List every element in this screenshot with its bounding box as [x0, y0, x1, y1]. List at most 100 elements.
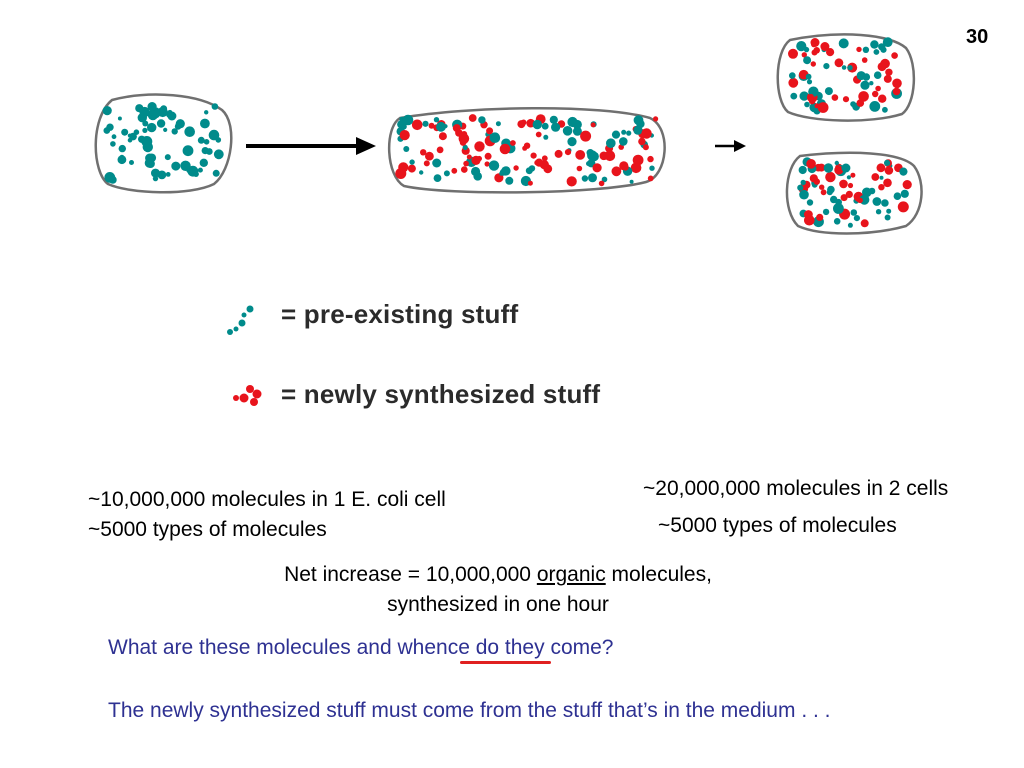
new-molecule-dot — [484, 161, 490, 167]
pre-existing-molecule-dot — [432, 158, 442, 168]
new-molecule-dot — [590, 122, 596, 128]
new-molecule-dot — [834, 58, 844, 68]
new-molecule-dot — [634, 158, 641, 165]
new-molecule-dot — [398, 162, 409, 173]
pre-existing-molecule-dot — [822, 208, 830, 216]
stats-one-cell-molecules: ~10,000,000 molecules in 1 E. coli cell — [88, 488, 446, 511]
pre-existing-molecule-dot — [184, 126, 195, 137]
new-molecule-dot — [857, 197, 863, 204]
pre-existing-molecule-dot — [121, 128, 129, 136]
new-molecule-dot — [463, 160, 469, 167]
stats-one-cell-types: ~5000 types of molecules — [88, 518, 327, 541]
new-molecule-dot — [423, 160, 430, 167]
new-molecule-dot — [535, 158, 544, 167]
new-molecule-dot — [647, 155, 654, 163]
new-molecule-dot — [878, 184, 885, 191]
pre-existing-molecule-dot — [886, 208, 892, 214]
question-text: What are these molecules and whence do t… — [108, 636, 613, 660]
pre-existing-molecule-dot — [800, 179, 806, 186]
new-molecule-dot — [580, 130, 592, 142]
new-molecule-dot — [575, 150, 586, 160]
pre-existing-molecule-dot — [149, 109, 155, 116]
new-molecule-dot — [847, 182, 854, 189]
net-increase-prefix: Net increase = 10,000,000 — [284, 563, 537, 586]
molecule-dots-single-cell — [102, 102, 224, 184]
pre-existing-molecule-dot — [180, 160, 191, 171]
pre-existing-molecule-dot — [853, 215, 861, 222]
pre-existing-molecule-dot — [621, 129, 627, 135]
stats-two-cells-molecules: ~20,000,000 molecules in 2 cells — [643, 477, 949, 500]
pre-existing-molecule-dot — [147, 122, 157, 133]
pre-existing-molecule-dot — [847, 65, 853, 71]
new-molecule-dot — [875, 85, 881, 92]
pre-existing-molecule-dot — [834, 160, 839, 166]
new-molecule-dot — [831, 94, 839, 101]
pre-existing-molecule-dot — [567, 116, 578, 128]
pre-existing-molecule-dot — [884, 159, 891, 166]
new-molecule-dot — [819, 184, 825, 190]
pre-existing-molecule-dot — [809, 90, 814, 95]
pre-existing-molecule-dot — [629, 179, 634, 184]
pre-existing-molecule-dot — [409, 159, 415, 165]
pre-existing-molecule-dot — [823, 63, 830, 70]
new-molecule-dot — [808, 93, 814, 100]
new-molecule-dot — [513, 165, 519, 171]
pre-existing-molecule-dot — [799, 91, 809, 101]
new-molecule-dot — [576, 165, 583, 172]
new-molecule-dot — [474, 141, 485, 152]
new-molecule-dot — [638, 137, 646, 146]
pre-existing-molecule-dot — [875, 209, 882, 215]
new-molecule-dot — [535, 131, 542, 138]
pre-existing-molecule-dot — [838, 38, 849, 49]
question-prefix: What are these molecules and — [108, 636, 398, 659]
pre-existing-molecule-dot — [619, 137, 628, 146]
new-molecule-dot — [811, 42, 817, 48]
pre-existing-molecule-dot — [213, 149, 224, 160]
pre-existing-molecule-dot — [478, 116, 486, 124]
molecule-dots-elongated-cell — [395, 114, 659, 187]
pre-existing-molecule-dot — [171, 128, 178, 135]
pre-existing-molecule-dot — [525, 167, 533, 175]
pre-existing-molecule-dot — [873, 49, 880, 55]
pre-existing-molecule-dot — [135, 104, 144, 113]
pre-existing-molecule-dot — [893, 192, 902, 200]
new-molecule-dot — [834, 165, 844, 175]
new-molecule-dot — [527, 180, 533, 186]
new-molecule-dot — [816, 213, 824, 221]
pre-existing-molecule-dot — [879, 175, 884, 180]
pre-existing-molecule-dot — [489, 132, 501, 143]
pre-existing-molecule-dot — [110, 141, 116, 147]
pre-existing-molecule-dot — [419, 170, 424, 175]
new-molecule-dot — [530, 152, 537, 159]
pre-existing-molecule-dot — [165, 172, 171, 177]
pre-existing-molecule-dot — [626, 130, 632, 136]
pre-existing-molecule-dot — [443, 170, 450, 177]
new-molecule-dot — [878, 94, 887, 103]
new-molecule-dot — [817, 102, 829, 113]
pre-existing-molecule-dot — [212, 169, 220, 177]
stats-one-cell: ~10,000,000 molecules in 1 E. coli cell … — [88, 485, 446, 545]
new-molecule-dot — [642, 144, 649, 151]
pre-existing-molecule-dot — [111, 134, 117, 140]
question-whence: whence — [397, 636, 470, 659]
pre-existing-molecule-dot — [197, 136, 205, 144]
pre-existing-molecule-dot — [850, 209, 858, 216]
pre-existing-molecule-dot — [884, 214, 891, 221]
pre-existing-molecule-dot — [606, 138, 616, 148]
new-molecule-dot — [885, 68, 893, 77]
pre-existing-molecule-dot — [164, 154, 171, 161]
pre-existing-molecule-dot — [436, 121, 446, 132]
new-molecule-dot — [801, 52, 807, 58]
pre-existing-molecule-dot — [163, 127, 168, 132]
pre-existing-molecule-dot — [505, 176, 514, 185]
pre-existing-molecule-dot — [581, 175, 589, 182]
pre-existing-molecule-dot — [827, 185, 835, 194]
pre-existing-molecule-dot — [532, 119, 542, 130]
new-molecule-dot — [842, 96, 850, 103]
new-molecule-dot — [452, 124, 461, 133]
new-molecule-dot — [592, 163, 602, 173]
pre-existing-molecule-dot — [106, 123, 114, 131]
new-molecule-dot — [399, 130, 410, 141]
pre-existing-molecule-dot — [882, 106, 888, 113]
new-molecule-dot — [788, 77, 799, 88]
